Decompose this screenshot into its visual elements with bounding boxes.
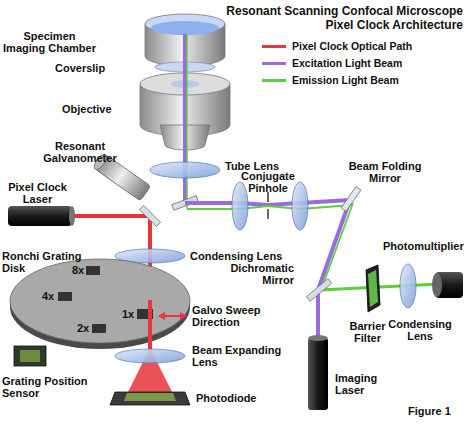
detector-lens xyxy=(400,264,416,308)
legend-text: Emission Light Beam xyxy=(292,74,399,86)
imaging-laser-end xyxy=(308,335,328,341)
legend-line-sample xyxy=(262,62,286,65)
emission-beam xyxy=(321,203,353,290)
pixel-clock-beam xyxy=(148,300,152,352)
barrier-filter-glass xyxy=(368,270,378,307)
part-label: Beam Folding Mirror xyxy=(345,160,425,184)
part-label: Photomultiplier xyxy=(383,240,464,252)
legend-text: Pixel Clock Optical Path xyxy=(292,40,412,52)
beam-expanding-lens xyxy=(115,349,185,363)
ronchi-disk xyxy=(10,259,190,343)
part-label: Dichromatic Mirror xyxy=(222,262,294,286)
part-label: Pixel Clock Laser xyxy=(5,181,70,205)
pixel-clock-laser xyxy=(8,206,72,226)
chamber-medium xyxy=(151,21,219,35)
emission-beam xyxy=(320,284,440,290)
excitation-beam xyxy=(318,200,350,290)
excitation-beam xyxy=(316,290,320,338)
grating-square xyxy=(92,324,106,333)
sweep-arrow-head xyxy=(180,312,187,320)
pinhole xyxy=(267,209,269,219)
part-label: Conjugate Pinhole xyxy=(238,170,298,194)
emission-beam xyxy=(187,205,352,209)
pixel-clock-mirror xyxy=(139,205,160,226)
folding-mirror xyxy=(341,187,361,212)
grating-sensor-chip xyxy=(20,350,40,362)
chamber-top xyxy=(145,14,225,34)
part-label: Resonant Galvanometer xyxy=(40,140,120,164)
part-label: Condensing Lens xyxy=(190,250,282,262)
part-label: Beam Expanding Lens xyxy=(192,344,287,368)
legend-text: Excitation Light Beam xyxy=(292,57,402,69)
grating-square xyxy=(58,292,72,301)
legend-line-sample xyxy=(262,45,286,48)
photodiode xyxy=(110,392,190,405)
legend-line-sample xyxy=(262,79,286,82)
part-label: 4x xyxy=(42,290,54,302)
photodiode-sensor xyxy=(124,393,176,401)
part-label: Condensing Lens xyxy=(385,318,455,342)
part-label: Galvo Sweep Direction xyxy=(192,304,267,328)
pinhole-lens xyxy=(292,182,308,230)
pinhole-lens xyxy=(232,182,248,230)
part-label: 1x xyxy=(122,308,134,320)
part-label: 2x xyxy=(77,322,89,334)
grating-square xyxy=(86,266,100,275)
tube-lens xyxy=(150,162,220,178)
part-label: Barrier Filter xyxy=(345,320,390,344)
part-label: Coverslip xyxy=(55,62,105,74)
emission-beam xyxy=(186,34,188,208)
part-label: Imaging Laser xyxy=(335,372,385,396)
diagram-title: Resonant Scanning Confocal Microscope Pi… xyxy=(218,4,463,32)
grating-sensor xyxy=(14,346,46,366)
part-label: Objective xyxy=(62,103,112,115)
sweep-arrow-head xyxy=(158,312,165,320)
part-label: Grating Position Sensor xyxy=(2,375,97,399)
pixel-clock-beam xyxy=(74,214,150,218)
imaging-laser xyxy=(308,338,328,410)
photomultiplier-window xyxy=(432,273,442,297)
sweep-arrow xyxy=(162,315,183,317)
part-label: Specimen Imaging Chamber xyxy=(2,30,97,54)
part-label: Photodiode xyxy=(196,392,257,404)
figure-caption: Figure 1 xyxy=(408,405,451,417)
dichromatic-mirror xyxy=(306,279,331,302)
barrier-filter xyxy=(366,265,380,312)
part-label: 8x xyxy=(72,264,84,276)
